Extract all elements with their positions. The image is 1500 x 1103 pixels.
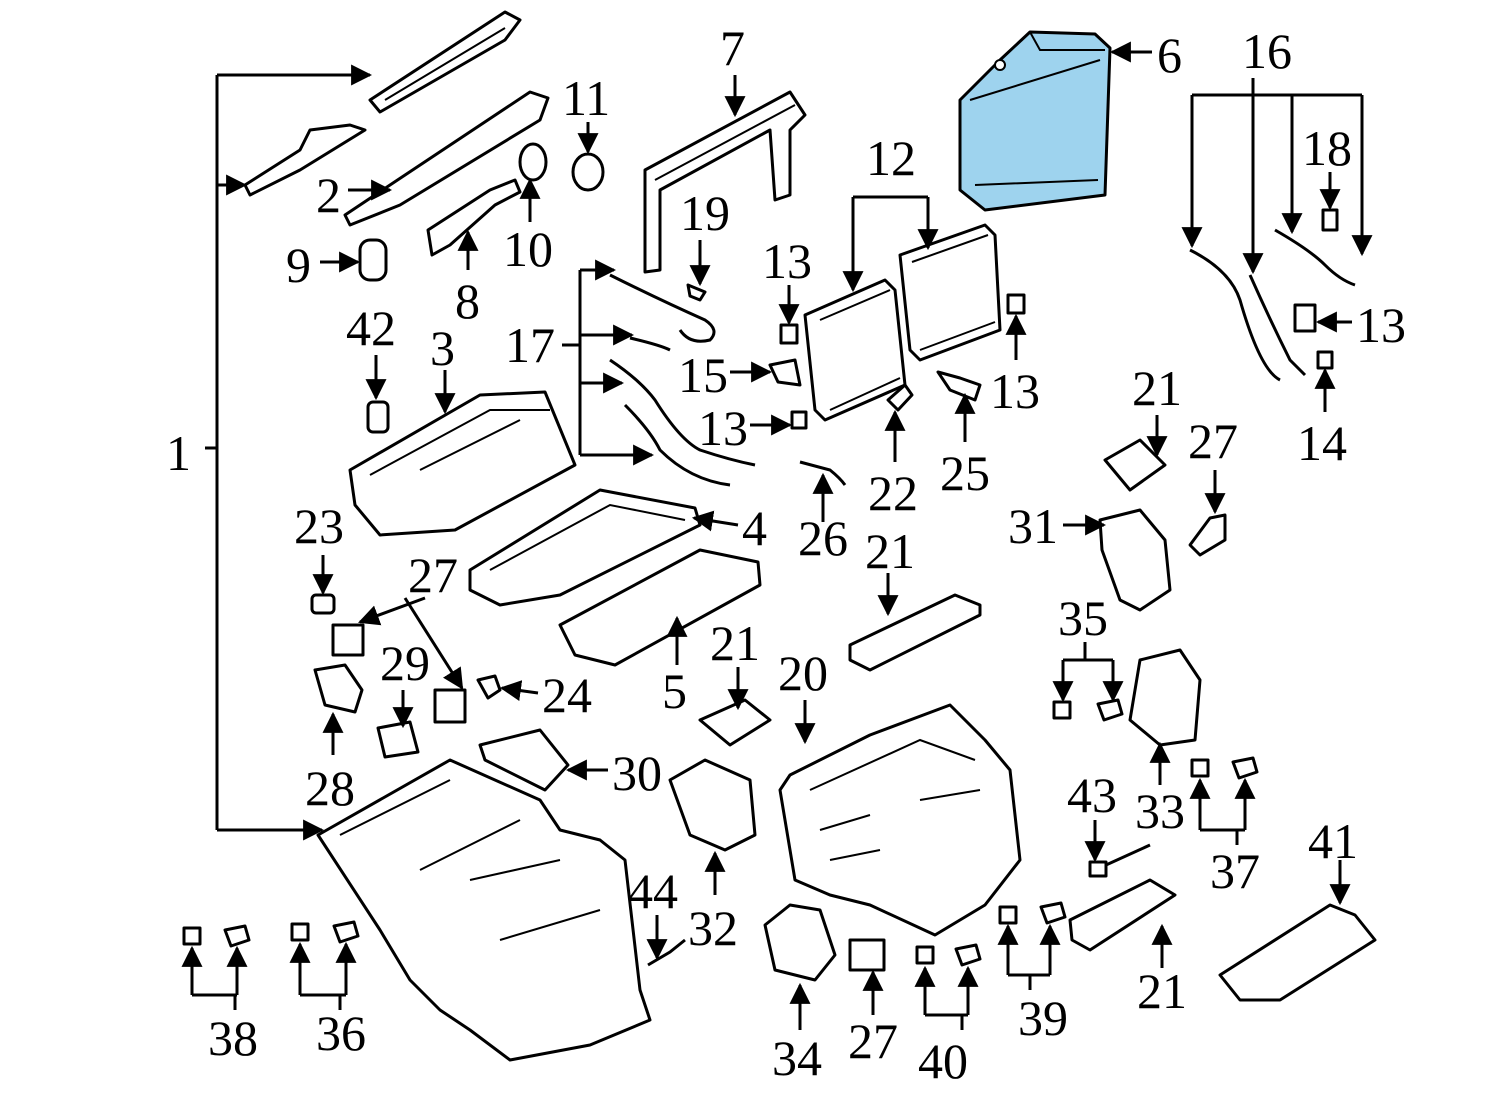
callout-40[interactable]: 40 <box>918 1033 968 1089</box>
callout-13d[interactable]: 13 <box>1356 297 1406 353</box>
callout-labels: 1 2 3 4 5 6 7 8 9 10 11 12 13 13 13 13 1… <box>166 20 1406 1089</box>
callout-39[interactable]: 39 <box>1018 990 1068 1046</box>
callout-3[interactable]: 3 <box>430 320 455 376</box>
part-31-duct[interactable] <box>1098 508 1172 612</box>
callout-11[interactable]: 11 <box>562 70 610 126</box>
callout-21d[interactable]: 21 <box>1137 963 1187 1019</box>
callout-35[interactable]: 35 <box>1058 590 1108 646</box>
part-12-heater-core-left[interactable] <box>803 278 907 422</box>
callout-21b[interactable]: 21 <box>865 523 915 579</box>
callout-6[interactable]: 6 <box>1157 27 1182 83</box>
callout-8[interactable]: 8 <box>455 273 480 329</box>
callout-27b[interactable]: 27 <box>1188 413 1238 469</box>
callout-31[interactable]: 31 <box>1008 498 1058 554</box>
callout-14[interactable]: 14 <box>1297 415 1347 471</box>
leader-lines <box>181 41 1373 1030</box>
part-8-hose[interactable] <box>426 178 522 257</box>
callout-36[interactable]: 36 <box>316 1005 366 1061</box>
callout-34[interactable]: 34 <box>772 1030 822 1086</box>
callout-10[interactable]: 10 <box>503 221 553 277</box>
part-17-tubes[interactable] <box>609 273 756 487</box>
part-4-housing[interactable] <box>468 488 702 607</box>
fastener-pairs[interactable] <box>182 698 1259 967</box>
callout-43[interactable]: 43 <box>1067 767 1117 823</box>
part-2-seal[interactable] <box>343 90 550 227</box>
callout-38[interactable]: 38 <box>208 1010 258 1066</box>
callout-27a[interactable]: 27 <box>408 547 458 603</box>
part-7-frame[interactable] <box>643 90 807 274</box>
small-fittings[interactable] <box>310 208 1339 700</box>
callout-12[interactable]: 12 <box>866 130 916 186</box>
part-shapes <box>182 10 1377 1062</box>
part-1-bracket[interactable] <box>243 123 367 197</box>
callout-9[interactable]: 9 <box>286 237 311 293</box>
part-5-channel[interactable] <box>558 548 762 667</box>
callout-30[interactable]: 30 <box>612 745 662 801</box>
callout-18[interactable]: 18 <box>1302 120 1352 176</box>
part-1-upper-duct[interactable] <box>368 10 522 114</box>
part-30-actuator[interactable] <box>478 728 570 792</box>
part-41-cover[interactable] <box>1218 903 1377 1002</box>
part-20-main-housing[interactable] <box>778 703 1022 937</box>
callout-13b[interactable]: 13 <box>698 400 748 456</box>
callout-23[interactable]: 23 <box>294 498 344 554</box>
callout-17[interactable]: 17 <box>505 317 555 373</box>
callout-21c[interactable]: 21 <box>710 615 760 671</box>
callout-4[interactable]: 4 <box>742 500 767 556</box>
callout-44[interactable]: 44 <box>628 863 678 919</box>
part-12-heater-core-right[interactable] <box>898 223 1002 362</box>
callout-15[interactable]: 15 <box>678 347 728 403</box>
part-27-blocks-left[interactable] <box>331 623 467 724</box>
part-44-clip[interactable] <box>647 938 686 967</box>
callout-1[interactable]: 1 <box>166 425 191 481</box>
part-27-clip-right[interactable] <box>1188 513 1227 557</box>
callout-13c[interactable]: 13 <box>990 363 1040 419</box>
part-10-grommet[interactable] <box>518 142 548 182</box>
callout-5[interactable]: 5 <box>662 663 687 719</box>
callout-2[interactable]: 2 <box>316 167 341 223</box>
callout-26[interactable]: 26 <box>798 510 848 566</box>
part-9-plug[interactable] <box>358 238 388 282</box>
part-29-actuator[interactable] <box>376 720 420 759</box>
callout-16[interactable]: 16 <box>1242 23 1292 79</box>
part-32-blower[interactable] <box>668 758 757 852</box>
callout-25[interactable]: 25 <box>940 445 990 501</box>
callout-41[interactable]: 41 <box>1308 813 1358 869</box>
part-42-clip[interactable] <box>366 400 390 434</box>
callout-24[interactable]: 24 <box>542 667 592 723</box>
part-33-duct[interactable] <box>1128 648 1202 747</box>
callout-27c[interactable]: 27 <box>848 1013 898 1069</box>
part-1-lower-housing[interactable] <box>316 758 652 1062</box>
part-3-upper-housing[interactable] <box>348 390 577 537</box>
callout-20[interactable]: 20 <box>778 645 828 701</box>
callout-7[interactable]: 7 <box>720 20 745 76</box>
callout-13a[interactable]: 13 <box>762 233 812 289</box>
callout-21a[interactable]: 21 <box>1132 360 1182 416</box>
callout-42[interactable]: 42 <box>346 300 396 356</box>
callout-29[interactable]: 29 <box>380 635 430 691</box>
callout-32[interactable]: 32 <box>688 900 738 956</box>
callout-19[interactable]: 19 <box>680 185 730 241</box>
part-6-evaporator-core[interactable] <box>958 30 1112 212</box>
part-34-duct[interactable] <box>763 903 837 982</box>
callout-28[interactable]: 28 <box>305 760 355 816</box>
callout-33[interactable]: 33 <box>1135 783 1185 839</box>
part-16-pipes[interactable] <box>1189 228 1356 382</box>
callout-37[interactable]: 37 <box>1210 843 1260 899</box>
part-28-actuator[interactable] <box>313 663 364 714</box>
part-43-cable[interactable] <box>1088 843 1151 878</box>
part-11-ring[interactable] <box>571 152 605 192</box>
callout-22[interactable]: 22 <box>868 465 918 521</box>
part-27-clip-bottom[interactable] <box>848 938 886 972</box>
